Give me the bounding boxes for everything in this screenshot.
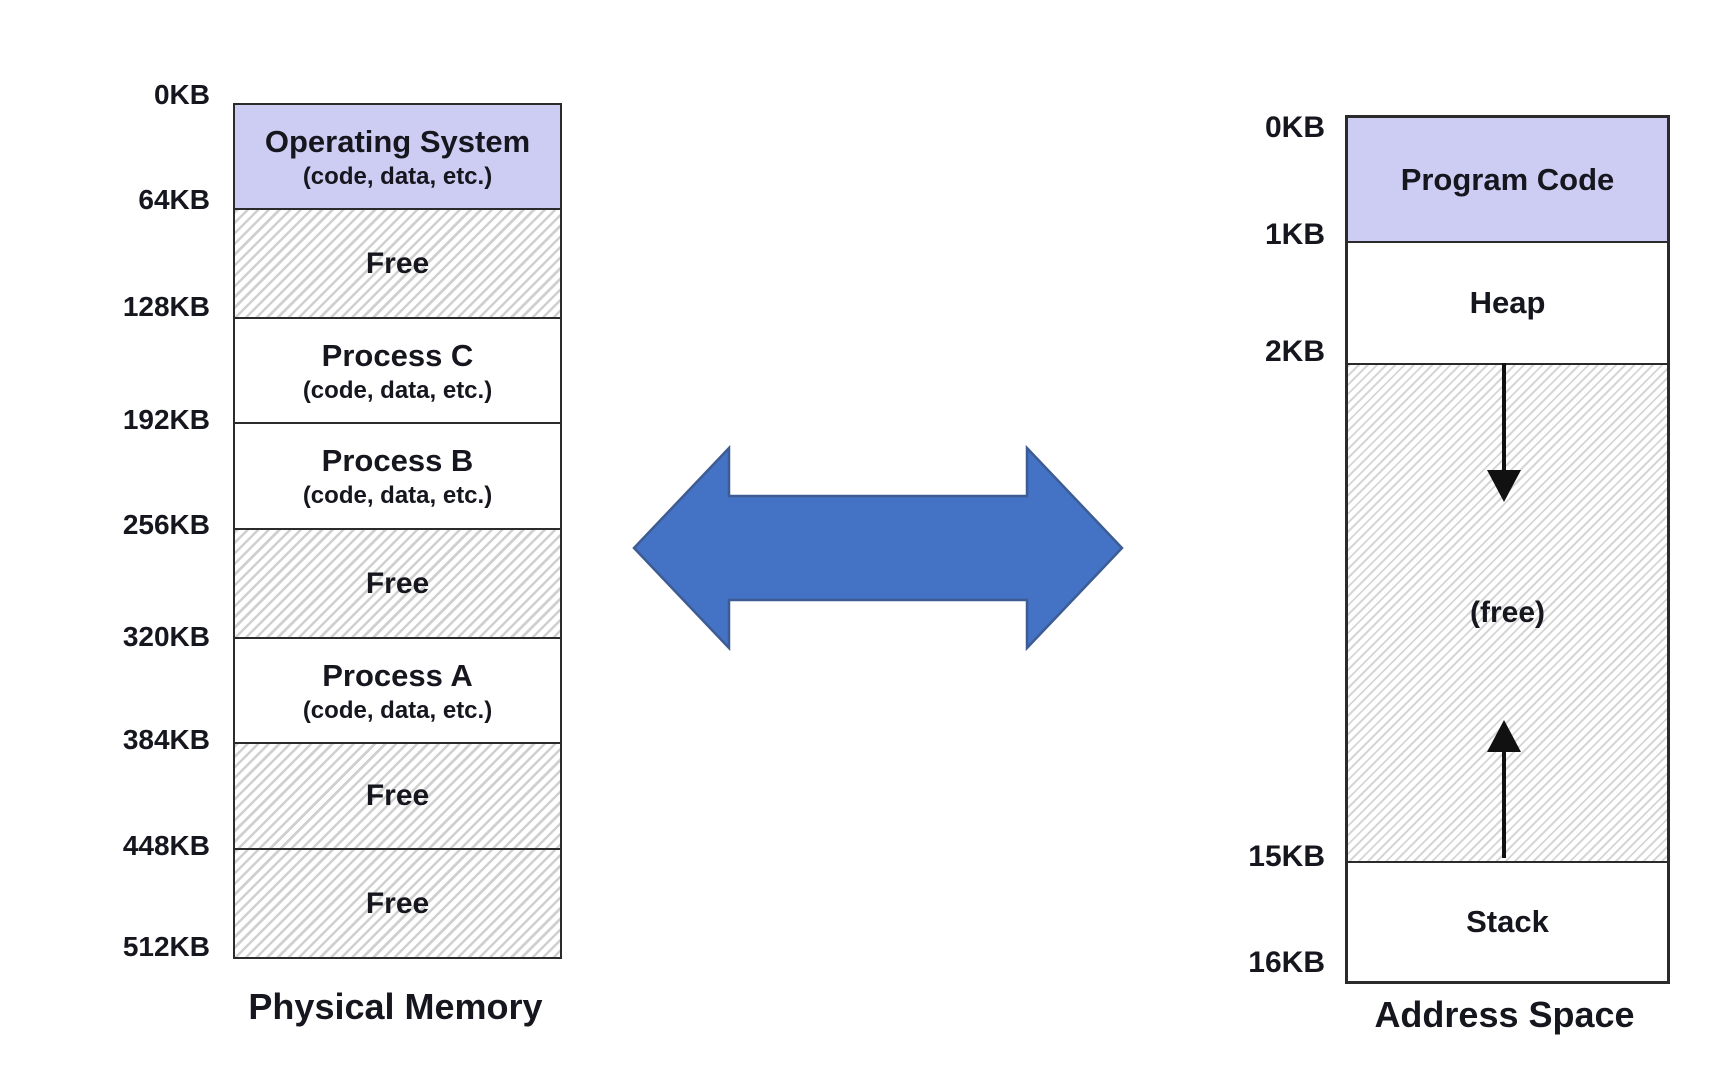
segment-title: Process A — [322, 657, 473, 693]
segment-title: Stack — [1466, 904, 1549, 939]
scale-label: 128KB — [122, 291, 210, 322]
segment-title: Process C — [321, 337, 474, 373]
segment-operating-system: Operating System (code, data, etc.) — [235, 105, 560, 210]
address-space-caption: Address Space — [1374, 994, 1635, 1035]
scale-label: 448KB — [122, 830, 210, 861]
scale-label: 384KB — [122, 724, 210, 755]
address-space-column: Program Code Heap (free) Stack — [1345, 115, 1670, 984]
segment-title: Free — [365, 246, 430, 280]
segment-subtitle: (code, data, etc.) — [302, 696, 493, 724]
scale-label: 0KB — [153, 79, 210, 110]
segment-title: Free — [365, 779, 430, 812]
segment-process-a: Process A (code, data, etc.) — [235, 639, 560, 744]
bidirectional-arrow-icon — [632, 444, 1124, 652]
scale-label: 0KB — [1264, 111, 1325, 144]
scale-label: 15KB — [1248, 840, 1325, 873]
scale-label: 320KB — [122, 621, 210, 652]
segment-free: Free — [235, 744, 560, 850]
scale-label: 16KB — [1248, 946, 1325, 979]
segment-free: Free — [235, 210, 560, 319]
segment-title: (free) — [1469, 596, 1545, 629]
segment-process-b: Process B (code, data, etc.) — [235, 424, 560, 530]
physical-memory-column: Operating System (code, data, etc.) Free… — [233, 103, 562, 959]
segment-process-c: Process C (code, data, etc.) — [235, 319, 560, 424]
segment-free: Free — [235, 850, 560, 957]
segment-free: Free — [235, 530, 560, 639]
segment-title: Process B — [321, 443, 474, 478]
segment-title: Program Code — [1400, 161, 1615, 197]
segment-subtitle: (code, data, etc.) — [302, 162, 493, 190]
segment-title: Free — [365, 566, 430, 600]
segment-title: Heap — [1469, 285, 1546, 320]
scale-label: 2KB — [1264, 335, 1325, 368]
segment-subtitle: (code, data, etc.) — [302, 376, 493, 404]
segment-subtitle: (code, data, etc.) — [302, 482, 493, 509]
physical-memory-caption: Physical Memory — [248, 986, 543, 1027]
scale-label: 1KB — [1264, 218, 1325, 251]
scale-label: 192KB — [122, 404, 210, 435]
segment-title: Free — [365, 886, 430, 920]
segment-title: Operating System — [264, 123, 531, 159]
segment-program-code: Program Code — [1348, 118, 1667, 243]
segment-heap: Heap — [1348, 243, 1667, 365]
scale-label: 64KB — [138, 184, 210, 215]
segment-stack: Stack — [1348, 863, 1667, 981]
segment-free: (free) — [1348, 365, 1667, 863]
scale-label: 256KB — [122, 509, 210, 540]
scale-label: 512KB — [122, 931, 210, 962]
